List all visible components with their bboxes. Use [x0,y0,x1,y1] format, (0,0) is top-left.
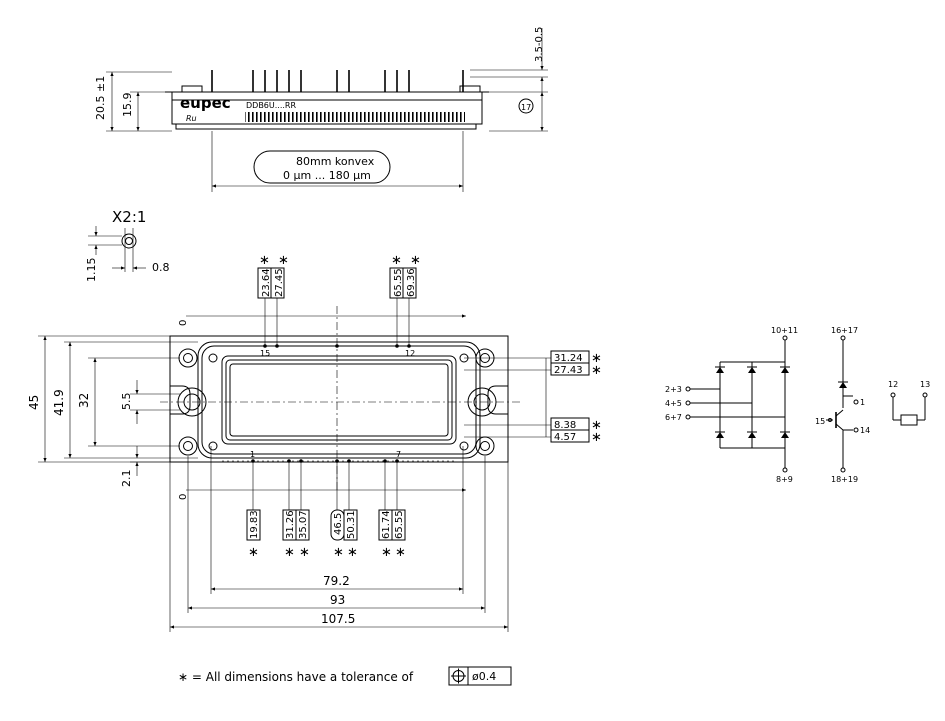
label-13: 13 [920,380,930,389]
dim-32: 32 [77,393,91,408]
zero-top: 0 [178,320,189,326]
side-pins [211,70,464,92]
footnote-value: ø0.4 [472,670,496,683]
label-12: 12 [888,380,898,389]
detail-label: X2:1 [112,208,146,226]
right-ast-1: ∗ [591,351,602,366]
detail-x21: X2:1 1.15 0.8 [85,208,170,282]
label-2-3: 2+3 [665,385,682,394]
detail-dim-1-15: 1.15 [85,258,98,283]
label-15: 15 [815,417,825,426]
top-dim-4: 69.36 [406,268,417,297]
label-14: 14 [860,426,870,435]
dim-15-9: 15.9 [121,93,134,118]
housing-outer [197,341,481,459]
dim-20-5: 20.5 ±1 [94,76,107,120]
right-dim-3: 8.38 [554,420,576,431]
side-view: eupec DDB6U....RR Ru 17 20.5 ±1 15.9 3.5… [94,27,548,192]
convex-note-line2: 0 µm ... 180 µm [283,169,371,182]
dim-79-2: 79.2 [323,574,350,588]
bottom-ast-6: ∗ [381,545,392,560]
right-dim-2: 27.43 [554,365,583,376]
convex-note-line1: 80mm konvex [296,155,375,168]
bottom-dim-1: 19.83 [249,510,260,539]
top-view: 15 12 1 7 0 0 23.64 27.45 65.55 69.36 ∗ … [27,253,602,632]
bottom-horizontal-dimensions: 79.2 93 107.5 [169,446,509,632]
circuit-schematic: 10+11 16+17 2+3 4+5 6+7 8+9 18+19 15 1 1… [665,326,930,484]
circle-17 [518,98,534,114]
right-ast-2: ∗ [591,363,602,378]
bottom-dim-2: 31.26 [285,510,296,539]
dim-107-5: 107.5 [321,612,355,626]
dim-45: 45 [27,395,41,410]
pin-label-12: 12 [405,349,415,358]
base-plate [169,335,509,463]
zero-bottom: 0 [178,494,189,500]
bottom-dim-3: 35.07 [298,510,309,539]
right-ast-3: ∗ [591,418,602,433]
label-10-11: 10+11 [771,326,798,335]
right-dim-4: 4.57 [554,432,576,443]
dim-2-1: 2.1 [120,470,133,488]
dim-93: 93 [330,593,345,607]
right-ast-4: ∗ [591,430,602,445]
dim-3-5: 3.5-0.5 [534,27,545,62]
top-dim-2: 27.45 [274,268,285,297]
bottom-dim-4: 46.5 [333,513,344,535]
brand-logo: eupec [180,94,231,112]
top-dimensions: 23.64 27.45 65.55 69.36 ∗ ∗ ∗ ∗ [257,253,421,346]
tolerance-footnote: ∗ = All dimensions have a tolerance of ø… [178,666,512,686]
label-6-7: 6+7 [665,413,682,422]
footnote-text: ∗ = All dimensions have a tolerance of [178,670,414,684]
bottom-ast-7: ∗ [395,545,406,560]
bottom-ast-4: ∗ [333,545,344,560]
top-ast-1: ∗ [259,253,270,268]
bottom-dim-5: 50.31 [346,510,357,539]
igbt-chopper [826,335,859,473]
pin-label-7: 7 [396,450,401,459]
ntc-thermistor [890,392,928,426]
bottom-ast-2: ∗ [284,545,295,560]
circle-17-label: 17 [521,103,531,112]
label-1: 1 [860,398,865,407]
part-number: DDB6U....RR [246,101,296,110]
detail-dim-0-8: 0.8 [152,261,170,274]
right-dim-1: 31.24 [554,353,583,364]
top-dim-1: 23.64 [261,268,272,297]
top-dim-3: 65.55 [393,268,404,297]
label-8-9: 8+9 [776,475,793,484]
top-ast-2: ∗ [278,253,289,268]
left-dimensions: 45 41.9 32 5.5 2.1 [27,335,198,488]
bottom-ast-1: ∗ [248,545,259,560]
ul-mark: Ru [186,114,197,123]
bottom-ast-3: ∗ [299,545,310,560]
bottom-dim-6: 61.74 [381,510,392,539]
bottom-dimensions: 19.83 31.26 35.07 46.5 50.31 61.74 65.55… [246,461,406,560]
dim-5-5: 5.5 [120,393,133,411]
diodes [715,366,790,438]
bottom-ast-5: ∗ [347,545,358,560]
barcode [245,112,465,122]
label-16-17: 16+17 [831,326,858,335]
housing-window [221,355,457,445]
label-18-19: 18+19 [831,475,858,484]
bottom-dim-7: 65.55 [394,510,405,539]
top-ast-3: ∗ [391,253,402,268]
pin-row-bottom [222,459,456,463]
pin-label-1: 1 [250,450,255,459]
right-dimensions: 31.24 27.43 8.38 4.57 ∗ ∗ ∗ ∗ [464,350,602,445]
pin-label-15: 15 [260,349,270,358]
dim-41-9: 41.9 [52,389,66,416]
convex-note-box [253,150,391,184]
top-ast-4: ∗ [410,253,421,268]
label-4-5: 4+5 [665,399,682,408]
